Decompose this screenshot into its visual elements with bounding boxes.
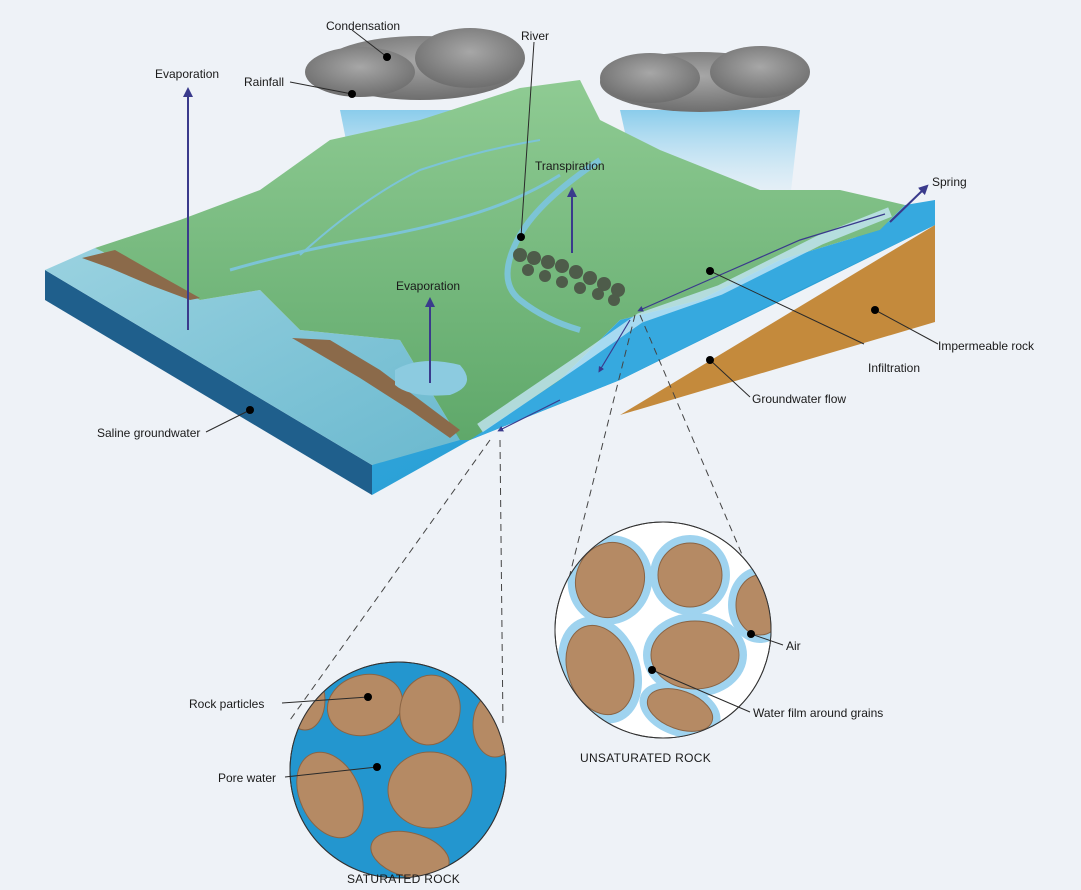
groundwater-flow-label: Groundwater flow	[752, 392, 846, 406]
water-film-label: Water film around grains	[753, 706, 883, 720]
river-label: River	[521, 29, 549, 43]
condensation-label: Condensation	[326, 19, 400, 33]
saturated-rock-caption: SATURATED ROCK	[347, 872, 460, 886]
evaporation-left-label: Evaporation	[155, 67, 219, 81]
transpiration-label: Transpiration	[535, 159, 605, 173]
unsaturated-rock-caption: UNSATURATED ROCK	[580, 751, 711, 765]
spring-label: Spring	[932, 175, 967, 189]
rainfall-label: Rainfall	[244, 75, 284, 89]
spring-arrow	[889, 184, 929, 223]
unsaturated-rock-inset	[554, 521, 772, 739]
terrain-block	[45, 80, 935, 495]
saline-groundwater-label: Saline groundwater	[97, 426, 200, 440]
infiltration-label: Infiltration	[868, 361, 920, 375]
leaders	[205, 29, 939, 778]
evaporation-center-label: Evaporation	[396, 279, 460, 293]
rock-particles-label: Rock particles	[189, 697, 264, 711]
pore-water-label: Pore water	[218, 771, 276, 785]
zoom-lines	[289, 314, 753, 729]
saturated-rock-inset	[289, 661, 507, 879]
air-label: Air	[786, 639, 801, 653]
impermeable-rock-label: Impermeable rock	[938, 339, 1035, 353]
tree-grove	[513, 248, 625, 306]
